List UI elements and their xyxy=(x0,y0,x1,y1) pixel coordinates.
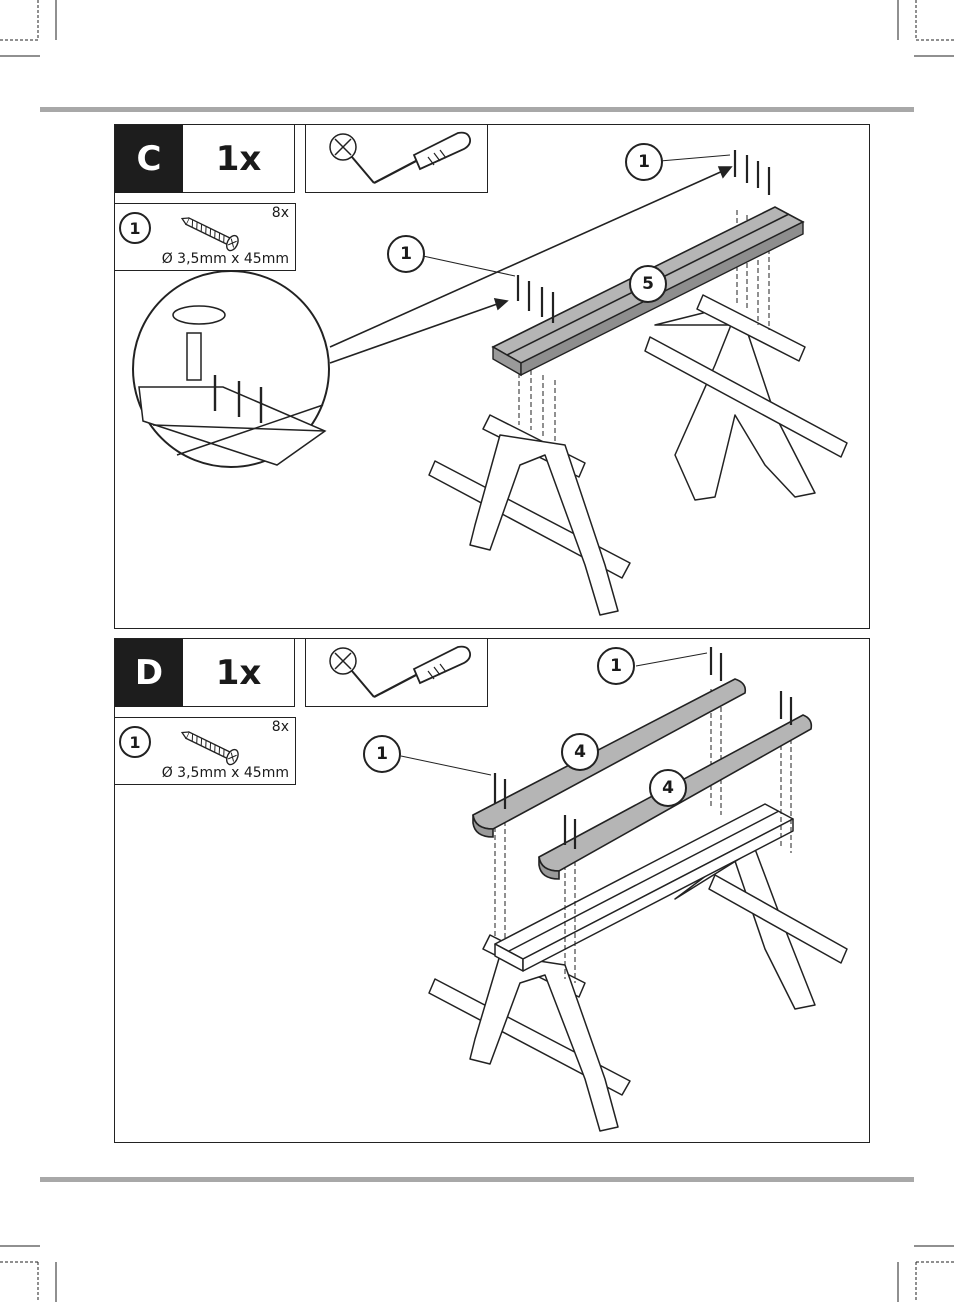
screws xyxy=(516,150,771,323)
callout-part-1: 1 xyxy=(387,235,425,273)
step-quantity: 1x xyxy=(183,639,295,707)
part-count: 8x xyxy=(271,719,289,735)
callout-part-4: 4 xyxy=(561,733,599,771)
step-c-panel: C 1x 1 xyxy=(114,124,870,629)
callout-part-5: 5 xyxy=(629,265,667,303)
step-letter: C xyxy=(115,125,183,193)
callout-part-1: 1 xyxy=(625,143,663,181)
back-top-rail xyxy=(696,294,806,362)
top-rule xyxy=(40,107,914,112)
front-leg-frame xyxy=(469,434,619,616)
part-dimension: Ø 3,5mm x 45mm xyxy=(161,251,289,267)
step-d-illustration xyxy=(400,647,848,1132)
screwdriver-icon xyxy=(329,131,472,184)
part-number: 1 xyxy=(119,726,151,758)
back-leg-frame xyxy=(654,309,816,501)
callout-part-4: 4 xyxy=(649,769,687,807)
callout-part-1: 1 xyxy=(597,647,635,685)
tool-box xyxy=(305,639,488,707)
screws xyxy=(493,647,793,849)
tool-box xyxy=(305,125,488,193)
step-c-illustration xyxy=(132,150,848,616)
back-bottom-rail xyxy=(708,874,848,964)
screwdriver-icon xyxy=(329,645,472,698)
front-leg-frame xyxy=(469,954,619,1132)
screw-icon xyxy=(180,731,239,766)
step-letter: D xyxy=(115,639,183,707)
bottom-rule xyxy=(40,1177,914,1182)
part-count: 8x xyxy=(271,205,289,221)
part-dimension: Ø 3,5mm x 45mm xyxy=(161,765,289,781)
back-bottom-rail xyxy=(644,336,848,458)
backrest-board-upper xyxy=(472,678,747,830)
screw-icon xyxy=(180,217,239,252)
step-d-panel: D 1x 1 xyxy=(114,638,870,1143)
step-quantity: 1x xyxy=(183,125,295,193)
callout-part-1: 1 xyxy=(363,735,401,773)
part-number: 1 xyxy=(119,212,151,244)
part-box: 1 8x Ø 3,5mm x 45mm xyxy=(115,203,296,271)
part-box: 1 8x Ø 3,5mm x 45mm xyxy=(115,717,296,785)
